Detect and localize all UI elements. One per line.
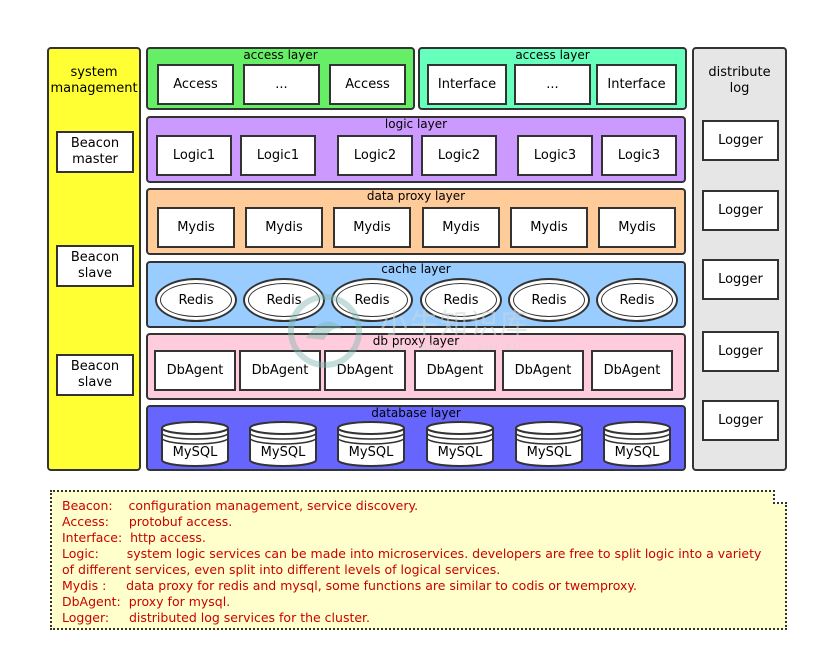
data-proxy-layer-title: data proxy layer bbox=[366, 189, 466, 203]
mydis-node: Mydis bbox=[422, 207, 500, 248]
database-layer: database layer MySQL MySQL MySQL MySQL MySQL… bbox=[146, 405, 686, 471]
logic-layer-title: logic layer bbox=[384, 117, 448, 131]
dbagent-node: DbAgent bbox=[591, 350, 673, 391]
watermark-logo bbox=[284, 290, 366, 372]
note-line: Access: protobuf access. bbox=[62, 514, 233, 529]
note-line: of different services, even split into d… bbox=[62, 562, 501, 577]
note-line: DbAgent: proxy for mysql. bbox=[62, 594, 231, 609]
logic-layer: logic layer Logic1 Logic1 Logic2 Logic2 … bbox=[146, 116, 686, 183]
note-line: Interface: http access. bbox=[62, 530, 206, 545]
logger-node: Logger bbox=[702, 190, 779, 231]
mysql-node: MySQL bbox=[602, 420, 672, 468]
mysql-label: MySQL bbox=[348, 445, 394, 460]
logger-node: Logger bbox=[702, 400, 779, 441]
dbagent-node: DbAgent bbox=[324, 350, 406, 391]
database-layer-title: database layer bbox=[371, 406, 461, 420]
dbagent-node: DbAgent bbox=[154, 350, 236, 391]
beacon-slave-node: Beacon slave bbox=[56, 245, 134, 287]
redis-node: Redis bbox=[508, 278, 590, 322]
database-cylinder-icon bbox=[426, 421, 494, 467]
note-line: Beacon: configuration management, servic… bbox=[62, 498, 419, 513]
redis-node: Redis bbox=[420, 278, 502, 322]
database-cylinder-icon bbox=[249, 421, 317, 467]
database-cylinder-icon bbox=[515, 421, 583, 467]
system-management-title: system management bbox=[50, 65, 138, 96]
access-node: Access bbox=[329, 64, 406, 105]
interface-node: Interface bbox=[427, 64, 507, 105]
redis-node: Redis bbox=[243, 278, 325, 322]
mysql-node: MySQL bbox=[425, 420, 495, 468]
logger-node: Logger bbox=[702, 331, 779, 372]
mysql-node: MySQL bbox=[514, 420, 584, 468]
mysql-label: MySQL bbox=[172, 445, 218, 460]
folded-corner-icon bbox=[773, 490, 787, 504]
logic-node: Logic3 bbox=[601, 135, 677, 176]
logic-node: Logic1 bbox=[156, 135, 232, 176]
cache-layer: cache layer Redis Redis Redis Redis Redi… bbox=[146, 261, 686, 328]
mydis-node: Mydis bbox=[157, 207, 235, 248]
interface-ellipsis-node: ... bbox=[514, 64, 591, 105]
watermark-title: 小牛知识库 bbox=[380, 307, 531, 340]
database-cylinder-icon bbox=[337, 421, 405, 467]
mysql-node: MySQL bbox=[336, 420, 406, 468]
mysql-node: MySQL bbox=[248, 420, 318, 468]
db-proxy-layer-title: db proxy layer bbox=[372, 334, 460, 348]
mydis-node: Mydis bbox=[245, 207, 323, 248]
access-layer-right: access layer Interface ... Interface bbox=[418, 47, 687, 110]
logic-node: Logic2 bbox=[421, 135, 497, 176]
redis-node: Redis bbox=[596, 278, 678, 322]
note-line: Mydis : data proxy for redis and mysql, … bbox=[62, 578, 638, 593]
note-line: Logger: distributed log services for the… bbox=[62, 610, 371, 625]
dbagent-node: DbAgent bbox=[502, 350, 584, 391]
mysql-label: MySQL bbox=[526, 445, 572, 460]
mydis-node: Mydis bbox=[333, 207, 411, 248]
distribute-log-column: distribute log Logger Logger Logger Logg… bbox=[692, 47, 787, 471]
mydis-node: Mydis bbox=[598, 207, 676, 248]
redis-node: Redis bbox=[155, 278, 237, 322]
mydis-node: Mydis bbox=[510, 207, 588, 248]
dbagent-node: DbAgent bbox=[414, 350, 496, 391]
mysql-node: MySQL bbox=[160, 420, 230, 468]
mysql-label: MySQL bbox=[614, 445, 660, 460]
database-cylinder-icon bbox=[603, 421, 671, 467]
access-layer-title: access layer bbox=[243, 48, 318, 62]
distribute-log-title: distribute log bbox=[708, 65, 771, 96]
redis-node: Redis bbox=[331, 278, 413, 322]
cache-layer-title: cache layer bbox=[381, 262, 451, 276]
mysql-label: MySQL bbox=[437, 445, 483, 460]
logic-node: Logic1 bbox=[240, 135, 316, 176]
logic-node: Logic3 bbox=[517, 135, 593, 176]
note-line: Logic: system logic services can be made… bbox=[62, 546, 762, 561]
access-layer-left: access layer Access ... Access bbox=[146, 47, 415, 110]
mysql-label: MySQL bbox=[260, 445, 306, 460]
watermark-subtitle: XIAO NIU ZHI SHI KU bbox=[382, 342, 523, 353]
interface-node: Interface bbox=[596, 64, 677, 105]
logger-node: Logger bbox=[702, 120, 779, 161]
db-proxy-layer: db proxy layer DbAgent DbAgent DbAgent D… bbox=[146, 333, 686, 400]
access-node: Access bbox=[157, 64, 234, 105]
access-layer-title: access layer bbox=[515, 48, 590, 62]
system-management-column: system management Beacon master Beacon s… bbox=[47, 47, 141, 471]
logger-node: Logger bbox=[702, 259, 779, 300]
beacon-master-node: Beacon master bbox=[56, 131, 134, 173]
legend-note: Beacon: configuration management, servic… bbox=[50, 490, 787, 630]
logic-node: Logic2 bbox=[337, 135, 413, 176]
dbagent-node: DbAgent bbox=[239, 350, 321, 391]
database-cylinder-icon bbox=[161, 421, 229, 467]
data-proxy-layer: data proxy layer Mydis Mydis Mydis Mydis… bbox=[146, 188, 686, 255]
beacon-slave-node: Beacon slave bbox=[56, 354, 134, 396]
access-ellipsis-node: ... bbox=[243, 64, 320, 105]
